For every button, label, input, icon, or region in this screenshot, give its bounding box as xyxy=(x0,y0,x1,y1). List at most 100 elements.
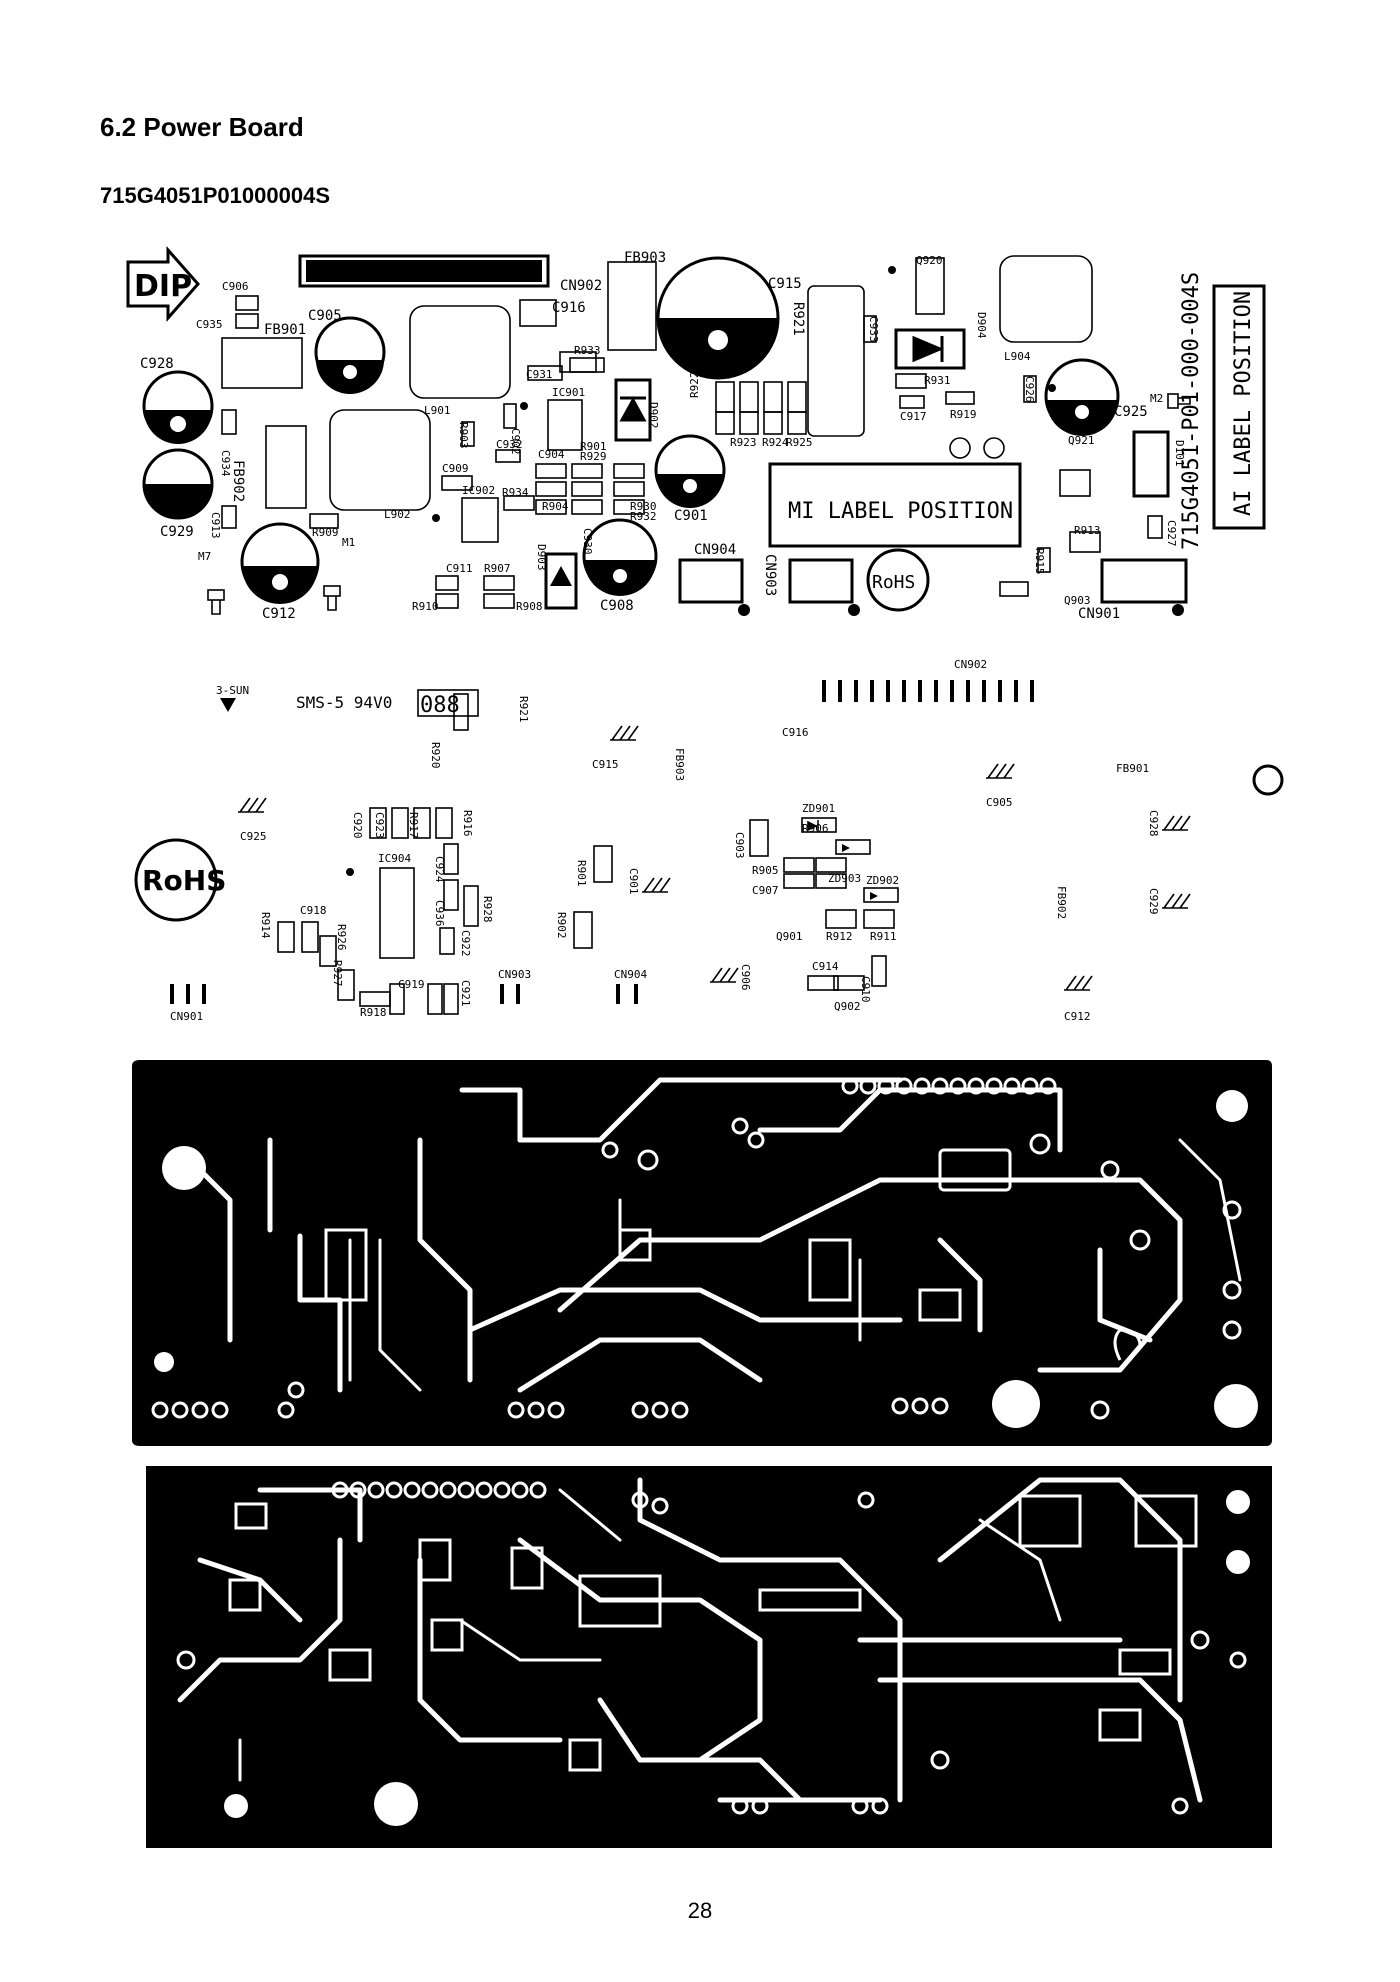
svg-text:C902: C902 xyxy=(509,428,522,455)
svg-text:Q920: Q920 xyxy=(916,254,943,267)
svg-text:C903: C903 xyxy=(733,832,746,859)
ic901-chip xyxy=(547,399,583,451)
svg-text:C922: C922 xyxy=(459,930,472,957)
svg-text:R923: R923 xyxy=(730,436,757,449)
fb902-bead xyxy=(265,425,307,509)
svg-text:Q903: Q903 xyxy=(1064,594,1091,607)
top-silkscreen-layer: DIP xyxy=(126,246,1266,622)
svg-text:D903: D903 xyxy=(535,544,548,571)
svg-text:C913: C913 xyxy=(209,512,222,539)
svg-text:C904: C904 xyxy=(538,448,565,461)
svg-text:C909: C909 xyxy=(442,462,469,475)
svg-text:C916: C916 xyxy=(782,726,809,739)
svg-text:C924: C924 xyxy=(433,856,446,883)
svg-text:R925: R925 xyxy=(786,436,813,449)
svg-text:C929: C929 xyxy=(160,524,194,540)
svg-text:C917: C917 xyxy=(900,410,927,423)
svg-text:C934: C934 xyxy=(219,450,232,477)
c912-capacitor xyxy=(240,522,320,604)
rohs-mark-bottom xyxy=(134,838,218,922)
l902-inductor xyxy=(329,409,431,511)
svg-text:C915: C915 xyxy=(768,276,802,292)
cn904-connector xyxy=(678,558,744,604)
cn902-header xyxy=(298,254,550,288)
svg-text:C931: C931 xyxy=(526,368,553,381)
svg-text:C916: C916 xyxy=(552,300,586,316)
svg-text:R920: R920 xyxy=(429,742,442,769)
svg-text:C915: C915 xyxy=(592,758,619,771)
smd-component-outlines xyxy=(221,295,1163,609)
c925-capacitor xyxy=(1044,358,1120,436)
cn903-connector xyxy=(788,558,854,604)
svg-text:R919: R919 xyxy=(950,408,977,421)
svg-text:CN904: CN904 xyxy=(694,542,736,558)
svg-text:FB902: FB902 xyxy=(1055,886,1068,919)
svg-text:C928: C928 xyxy=(140,356,174,372)
board-code-text: 715G4051-P01-000-004S xyxy=(1179,272,1204,550)
svg-text:R914: R914 xyxy=(259,912,272,939)
date-code: 088 xyxy=(420,693,460,718)
svg-text:C933: C933 xyxy=(867,316,880,343)
svg-text:C927: C927 xyxy=(1165,520,1178,547)
svg-text:C926: C926 xyxy=(1023,376,1036,403)
svg-text:FB903: FB903 xyxy=(673,748,686,781)
cn903-pins xyxy=(500,984,520,1004)
d903-diode xyxy=(544,552,578,610)
svg-text:CN903: CN903 xyxy=(498,968,531,981)
mi-label-text: MI LABEL POSITION xyxy=(788,499,1013,524)
d902-diode xyxy=(614,378,652,442)
ic902-chip xyxy=(461,497,499,543)
svg-text:Q902: Q902 xyxy=(834,1000,861,1013)
svg-text:L902: L902 xyxy=(384,508,411,521)
svg-text:C906: C906 xyxy=(739,964,752,991)
svg-text:M1: M1 xyxy=(342,536,355,549)
svg-text:R903: R903 xyxy=(457,422,470,449)
d904-diode xyxy=(894,328,966,370)
fb901-bead xyxy=(221,337,303,389)
svg-text:M7: M7 xyxy=(198,550,211,563)
svg-text:R921: R921 xyxy=(790,302,806,336)
svg-text:R924: R924 xyxy=(762,436,789,449)
c901-capacitor xyxy=(654,434,726,508)
svg-text:C914: C914 xyxy=(812,960,839,973)
mounting-hole-marker xyxy=(1252,764,1284,796)
l901-inductor xyxy=(409,305,511,399)
q920-transistor xyxy=(915,257,945,315)
svg-text:R901: R901 xyxy=(575,860,588,887)
svg-text:CN902: CN902 xyxy=(560,278,602,294)
rohs-text-bottom: RoHS xyxy=(142,864,226,897)
svg-text:C925: C925 xyxy=(240,830,267,843)
svg-text:C910: C910 xyxy=(859,976,872,1003)
screw-m2-icon xyxy=(1167,393,1191,409)
svg-text:C919: C919 xyxy=(398,978,425,991)
svg-text:C918: C918 xyxy=(300,904,327,917)
top-component-labels: C906 C935 C905 FB901 C928 C934 FB902 C92… xyxy=(140,250,1186,622)
svg-text:R910: R910 xyxy=(412,600,439,613)
svg-text:R934: R934 xyxy=(502,486,529,499)
svg-text:C911: C911 xyxy=(446,562,473,575)
svg-text:C907: C907 xyxy=(752,884,779,897)
svg-text:C921: C921 xyxy=(459,980,472,1007)
svg-text:ZD903: ZD903 xyxy=(828,872,861,885)
section-title: 6.2 Power Board xyxy=(100,112,304,142)
copper-layer-top xyxy=(132,1060,1272,1446)
svg-text:R922: R922 xyxy=(688,372,701,399)
page-number: 28 xyxy=(687,1898,713,1923)
svg-text:R921: R921 xyxy=(517,696,530,723)
svg-text:ZD902: ZD902 xyxy=(866,874,899,887)
svg-text:D902: D902 xyxy=(647,402,660,429)
mi-label-box xyxy=(768,462,1022,548)
c915-capacitor xyxy=(656,256,780,380)
c905-capacitor xyxy=(314,316,386,394)
svg-text:C936: C936 xyxy=(433,900,446,927)
svg-text:R909: R909 xyxy=(312,526,339,539)
svg-text:R905: R905 xyxy=(752,864,779,877)
bottom-polarity-marks xyxy=(238,725,1191,991)
ai-label-text: AI LABEL POSITION xyxy=(1231,291,1256,516)
c928-capacitor xyxy=(142,370,214,444)
svg-text:R933: R933 xyxy=(574,344,601,357)
svg-text:C905: C905 xyxy=(308,308,342,324)
rohs-mark-top xyxy=(866,548,930,612)
ic904-chip xyxy=(379,867,415,959)
